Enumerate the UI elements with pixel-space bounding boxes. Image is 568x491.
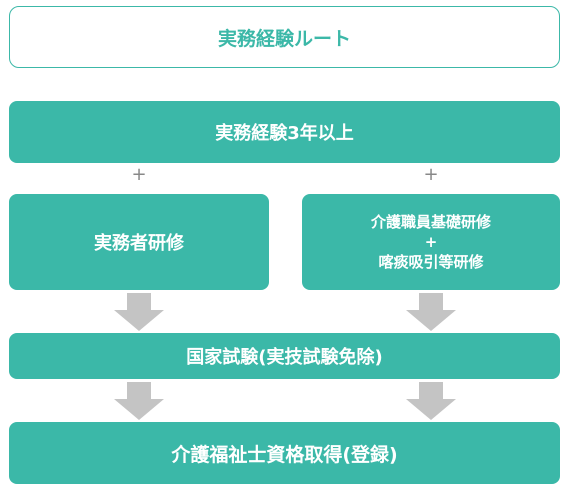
certification-box: 介護福祉士資格取得(登録) xyxy=(9,422,560,484)
practitioner-training-box: 実務者研修 xyxy=(9,194,269,290)
plus-sign-right: + xyxy=(423,164,439,185)
down-arrow-icon xyxy=(114,382,164,420)
basic-training-plus: + xyxy=(424,232,438,251)
work-experience-box: 実務経験3年以上 xyxy=(9,101,560,163)
plus-sign-left: + xyxy=(131,164,147,185)
down-arrow-icon xyxy=(406,382,456,420)
route-title: 実務経験ルート xyxy=(9,6,560,68)
down-arrow-icon xyxy=(406,293,456,331)
suction-training-label: 喀痰吸引等研修 xyxy=(378,253,484,272)
down-arrow-icon xyxy=(114,293,164,331)
national-exam-box: 国家試験(実技試験免除) xyxy=(9,333,560,379)
basic-training-label: 介護職員基礎研修 xyxy=(370,212,491,231)
basic-training-box: 介護職員基礎研修 + 喀痰吸引等研修 xyxy=(302,194,560,290)
